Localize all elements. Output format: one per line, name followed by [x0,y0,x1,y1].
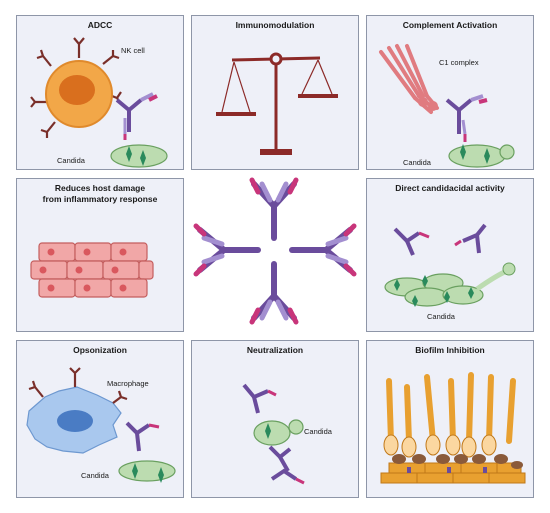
candida-cluster [384,273,484,307]
complement-illustration [379,44,515,168]
antibody-icon [268,445,305,485]
c1-complex-label: C1 complex [439,58,479,67]
nk-nucleus [59,75,95,105]
biofilm-illustration [380,372,526,484]
antibody-bottom-icon [249,261,299,325]
panel-title: ADCC [87,20,113,30]
adcc-illustration [30,37,168,168]
opsonization-illustration [26,367,176,483]
candida-cell [448,144,506,168]
antibody-top-icon [249,177,299,241]
panel-title-line2: from inflammatory response [42,194,158,204]
antibody-right-icon [289,223,357,277]
panel-title-line1: Reduces host damage [54,183,146,193]
candida-label: Candida [304,427,332,436]
antibody-icon [125,421,160,452]
fc-receptor-icon [30,37,122,138]
macrophage-label: Macrophage [107,379,149,388]
neutralization-illustration [242,383,305,485]
macrophage-nucleus [57,410,93,432]
panel-title: Neutralization [246,345,304,355]
panel-host-damage: Reduces host damage from inflammatory re… [16,178,184,332]
antibody-icon [454,223,487,254]
antibody-icon [445,94,488,142]
fc-receptor-icon [28,367,128,404]
panel-title: Complement Activation [402,20,498,30]
panel-complement: Complement Activation C1 complex Candida [366,15,534,170]
candida-cell [253,420,291,446]
antibody-left-icon [193,223,261,277]
nk-cell-label: NK cell [121,46,145,55]
hyphae [386,372,516,444]
candida-cell [110,144,168,168]
panel-adcc: ADCC NK cell Candida [16,15,184,170]
panel-title: Biofilm Inhibition [415,345,485,355]
panel-neutralization: Neutralization Candida [191,340,359,498]
antibody-icon [393,227,430,256]
candida-label: Candida [81,471,109,480]
antibody-icon [115,92,158,140]
panel-title: Opsonization [73,345,127,355]
balance-scale-icon [216,52,338,155]
panel-immunomodulation: Immunomodulation [191,15,359,170]
candida-label: Candida [427,312,455,321]
candida-label: Candida [57,156,85,165]
candidacidal-illustration [384,223,516,307]
candida-label: Candida [403,158,431,167]
antibody-icon [242,383,277,414]
c1-complex-icon [379,44,439,114]
panel-title: Direct candidacidal activity [395,183,505,193]
candida-cell [118,460,176,482]
panel-biofilm: Biofilm Inhibition [366,340,534,498]
tissue-cells-illustration [30,242,154,298]
panel-title: Immunomodulation [235,20,315,30]
panel-opsonization: Opsonization Macrophage Candida [16,340,184,498]
panel-candidacidal: Direct candidacidal activity Candida [366,178,534,332]
